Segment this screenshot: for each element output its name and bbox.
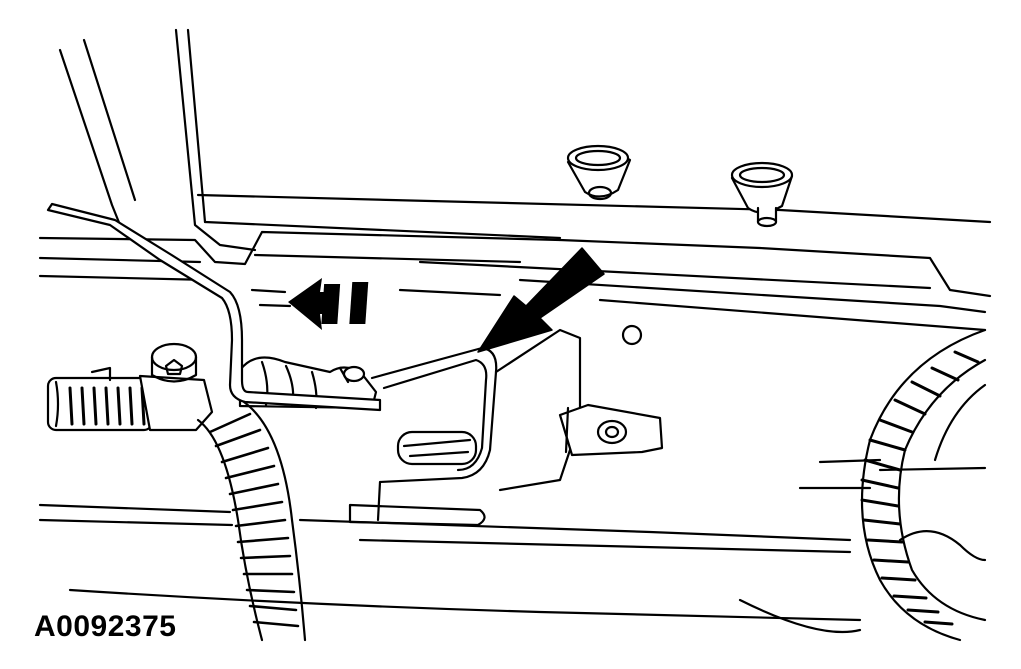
cross-member-panel (38, 193, 992, 634)
panel-hole (621, 324, 643, 346)
hose-assembly (46, 342, 307, 642)
push-pin-right (730, 161, 794, 228)
bracket-plate (348, 328, 582, 527)
figure-id-label: A0092375 (34, 610, 177, 643)
wire-harness (860, 328, 987, 642)
vertical-panel (58, 28, 257, 252)
left-arrow-icon (288, 278, 369, 330)
callout-arrow-icon (477, 247, 605, 353)
speed-nut (558, 403, 664, 457)
actuator-rod (46, 202, 382, 412)
push-pin-left (566, 144, 632, 201)
